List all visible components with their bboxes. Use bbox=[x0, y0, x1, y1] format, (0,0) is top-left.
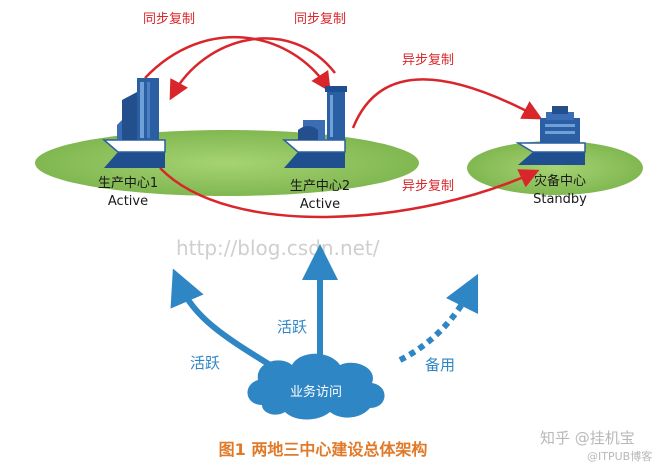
zhihu-watermark: 知乎 @挂机宝 bbox=[540, 429, 635, 447]
async-arrow-bottom bbox=[159, 167, 540, 219]
disaster-name: 灾备中心 bbox=[534, 173, 586, 189]
access-arrow-right bbox=[398, 273, 479, 363]
access-label-right: 备用 bbox=[425, 356, 455, 374]
center1-state: Active bbox=[108, 194, 148, 209]
cloud-label: 业务访问 bbox=[290, 384, 342, 400]
production-center-1-building-icon bbox=[101, 78, 166, 168]
access-label-left: 活跃 bbox=[190, 354, 220, 372]
async-label-top: 异步复制 bbox=[402, 53, 454, 68]
disaster-state: Standby bbox=[533, 192, 587, 207]
production-center-2-building-icon bbox=[281, 86, 347, 168]
access-arrow-left bbox=[170, 268, 277, 371]
center2-name: 生产中心2 bbox=[290, 179, 350, 194]
center1-name: 生产中心1 bbox=[98, 176, 158, 191]
sync-arrow-2-to-1 bbox=[169, 37, 336, 101]
sync-label-right: 同步复制 bbox=[294, 12, 346, 27]
async-arrow-top bbox=[351, 78, 543, 129]
sync-label-left: 同步复制 bbox=[143, 12, 195, 27]
figure-caption: 图1 两地三中心建设总体架构 bbox=[219, 440, 428, 459]
production-zone-ellipse bbox=[35, 130, 419, 196]
itpub-watermark: @ITPUB博客 bbox=[587, 449, 652, 463]
disaster-center-building-icon bbox=[515, 106, 586, 165]
center2-state: Active bbox=[300, 197, 340, 212]
async-label-bottom: 异步复制 bbox=[402, 179, 454, 194]
blog-watermark: http://blog.csdn.net/ bbox=[176, 236, 380, 260]
sync-arrow-1-to-2 bbox=[144, 35, 331, 93]
access-label-mid: 活跃 bbox=[277, 318, 307, 336]
business-access-cloud-icon bbox=[247, 353, 385, 420]
